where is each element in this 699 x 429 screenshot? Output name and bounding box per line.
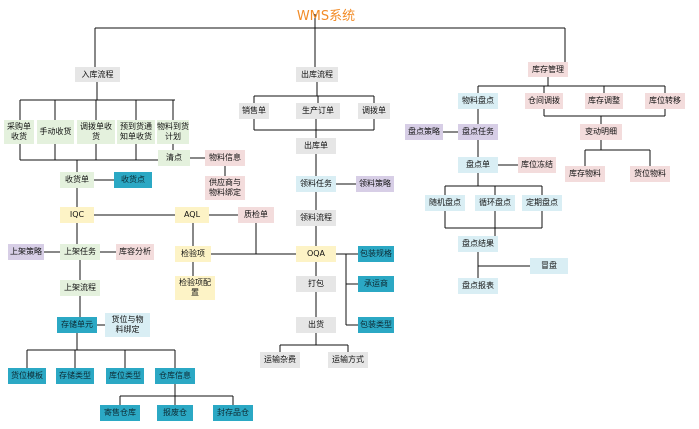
packing-spec-node: 包装规格 [358,246,394,262]
transfer-order-node: 调拨单 [358,103,390,119]
stocktaking-node: 清点 [158,150,190,166]
storage-type-node: 存储类型 [56,368,94,384]
inventory-management-node: 库存管理 [528,62,568,77]
cycle-count-node: 循环盘点 [475,195,515,211]
packing-node: 打包 [296,276,336,292]
picking-task-node: 领料任务 [296,176,336,192]
sales-order-node: 销售单 [239,103,269,119]
warehouse-transfer-node: 仓间调拨 [525,93,563,109]
location-move-node: 库位转移 [645,93,685,109]
count-report-node: 盘点报表 [458,278,498,294]
location-freeze-node: 库位冻结 [518,157,556,173]
shipping-node: 出货 [296,317,336,333]
compensate-node: 冒盘 [530,258,568,274]
capacity-analysis-node: 库容分析 [116,244,154,260]
location-material-node: 货位物料 [630,166,670,182]
inspection-item-node: 检验项 [175,246,211,262]
inspection-item-config-node: 检验项配 置 [175,276,215,300]
consignment-warehouse-node: 寄售仓库 [100,405,140,421]
outbound-flow-node: 出库流程 [296,67,338,82]
aql-node: AQL [175,207,209,223]
location-material-binding-node: 货位与物 料绑定 [105,313,150,337]
oqa-node: OQA [296,246,336,262]
supplier-material-binding-node: 供应商与 物料绑定 [205,176,245,200]
advance-notice-receipt-node: 预到货通 知单收货 [117,120,155,144]
inventory-adjust-node: 库存调整 [585,93,623,109]
count-order-node: 盘点单 [458,157,498,173]
production-order-node: 生产订单 [296,103,340,119]
putaway-task-node: 上架任务 [60,244,100,260]
location-type-node: 库位类型 [106,368,144,384]
picking-strategy-node: 领料策略 [356,176,394,192]
receipt-point-node: 收货点 [114,172,152,188]
carrier-node: 承运商 [358,276,394,292]
count-result-node: 盘点结果 [458,236,498,252]
receipt-order-node: 收货单 [60,172,94,188]
material-count-node: 物料盘点 [458,93,498,109]
transfer-receipt-node: 调拨单收 货 [77,120,115,144]
material-info-node: 物料信息 [205,150,245,166]
count-strategy-node: 盘点策略 [405,124,443,140]
warehouse-info-node: 仓库信息 [155,368,195,384]
count-task-node: 盘点任务 [458,124,498,140]
sealed-goods-warehouse-node: 封存品仓 [213,405,253,421]
change-detail-node: 变动明细 [580,124,622,140]
storage-unit-node: 存储单元 [57,317,97,333]
inventory-material-node: 库存物料 [565,166,605,182]
transport-mode-node: 运输方式 [328,352,368,368]
manual-receipt-node: 手动收货 [37,120,74,144]
outbound-order-node: 出库单 [296,138,336,154]
purchase-receipt-node: 采购单 收货 [4,120,34,144]
diagram-title: WMS系统 [296,9,356,24]
periodic-count-node: 定期盘点 [522,195,562,211]
location-template-node: 货位模板 [8,368,46,384]
iqc-node: IQC [60,207,94,223]
material-arrival-plan-node: 物料到货 计划 [157,120,189,144]
transport-cost-node: 运输杂费 [260,352,300,368]
putaway-flow-node: 上架流程 [60,280,100,296]
quality-inspection-order-node: 质检单 [238,207,274,223]
packing-type-node: 包装类型 [358,317,394,333]
scrap-warehouse-node: 报废仓 [157,405,193,421]
inbound-flow-node: 入库流程 [75,67,120,82]
picking-flow-node: 领料流程 [296,210,336,226]
putaway-strategy-node: 上架策略 [8,244,44,260]
random-count-node: 随机盘点 [425,195,465,211]
